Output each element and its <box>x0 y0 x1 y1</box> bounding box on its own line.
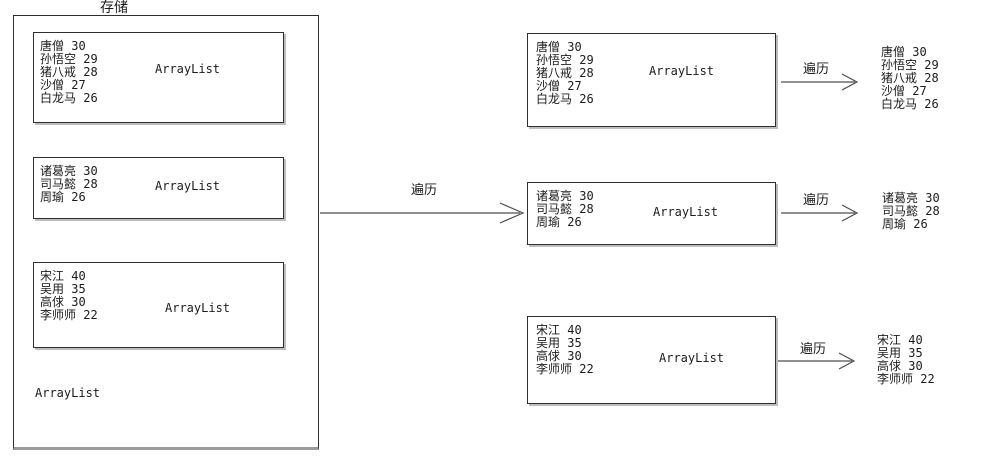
traversed-list-box-1: 唐僧 30 孙悟空 29 猪八戒 28 沙僧 27 白龙马 26 ArrayLi… <box>527 33 776 127</box>
list-item: 诸葛亮 30 <box>40 164 98 178</box>
list-item: 宋江 40 <box>40 269 86 283</box>
traverse-label: 遍历 <box>411 183 438 198</box>
stored-list-box-3: 宋江 40 吴用 35 高俅 30 李师师 22 ArrayList <box>33 262 284 348</box>
list-items: 唐僧 30 孙悟空 29 猪八戒 28 沙僧 27 白龙马 26 <box>40 40 98 105</box>
list-item: 李师师 22 <box>536 362 594 376</box>
traversed-list-box-3: 宋江 40 吴用 35 高俅 30 李师师 22 ArrayList <box>527 316 776 404</box>
list-item: 沙僧 27 <box>536 79 582 93</box>
stored-list-box-1: 唐僧 30 孙悟空 29 猪八戒 28 沙僧 27 白龙马 26 ArrayLi… <box>33 32 284 123</box>
list-item: 猪八戒 28 <box>536 66 594 80</box>
arraylist-type-label: ArrayList <box>155 179 221 193</box>
list-item: 周瑜 26 <box>40 190 86 204</box>
list-items: 诸葛亮 30 司马懿 28 周瑜 26 <box>40 165 98 204</box>
arraylist-type-label: ArrayList <box>649 64 715 78</box>
list-item: 猪八戒 28 <box>40 65 98 79</box>
traverse-arrow-icon <box>781 201 861 225</box>
storage-group-label: 存储 <box>100 0 128 16</box>
list-item: 唐僧 30 <box>536 40 582 54</box>
list-item: 沙僧 27 <box>881 84 927 98</box>
list-item: 高俅 30 <box>536 349 582 363</box>
output-list-3: 宋江 40 吴用 35 高俅 30 李师师 22 <box>877 334 935 386</box>
list-item: 孙悟空 29 <box>536 53 594 67</box>
list-items: 宋江 40 吴用 35 高俅 30 李师师 22 <box>40 270 98 322</box>
list-items: 唐僧 30 孙悟空 29 猪八戒 28 沙僧 27 白龙马 26 <box>536 41 594 106</box>
arraylist-type-label: ArrayList <box>653 205 719 219</box>
list-item: 唐僧 30 <box>40 39 86 53</box>
list-item: 李师师 22 <box>877 372 935 386</box>
list-item: 猪八戒 28 <box>881 71 939 85</box>
list-item: 唐僧 30 <box>881 45 927 59</box>
list-item: 司马懿 28 <box>882 204 940 218</box>
list-item: 宋江 40 <box>536 323 582 337</box>
list-item: 司马懿 28 <box>536 202 594 216</box>
list-items: 诸葛亮 30 司马懿 28 周瑜 26 <box>536 190 594 229</box>
output-list-2: 诸葛亮 30 司马懿 28 周瑜 26 <box>882 192 940 231</box>
output-list-1: 唐僧 30 孙悟空 29 猪八戒 28 沙僧 27 白龙马 26 <box>881 46 939 111</box>
traverse-arrow-icon <box>778 349 858 373</box>
list-item: 白龙马 26 <box>881 97 939 111</box>
list-item: 吴用 35 <box>536 336 582 350</box>
list-items: 宋江 40 吴用 35 高俅 30 李师师 22 <box>536 324 594 376</box>
arraylist-type-label: ArrayList <box>659 351 725 365</box>
list-item: 吴用 35 <box>877 346 923 360</box>
list-item: 周瑜 26 <box>536 215 582 229</box>
arraylist-type-label: ArrayList <box>155 62 221 76</box>
list-item: 李师师 22 <box>40 308 98 322</box>
list-item: 司马懿 28 <box>40 177 98 191</box>
list-item: 高俅 30 <box>877 359 923 373</box>
list-item: 孙悟空 29 <box>881 58 939 72</box>
list-item: 白龙马 26 <box>40 91 98 105</box>
stored-list-box-2: 诸葛亮 30 司马懿 28 周瑜 26 ArrayList <box>33 157 284 219</box>
traverse-label: 遍历 <box>800 342 827 357</box>
list-item: 孙悟空 29 <box>40 52 98 66</box>
arraylist-type-label: ArrayList <box>165 301 231 315</box>
list-item: 白龙马 26 <box>536 92 594 106</box>
list-item: 高俅 30 <box>40 295 86 309</box>
list-item: 宋江 40 <box>877 333 923 347</box>
list-item: 周瑜 26 <box>882 217 928 231</box>
traversed-list-box-2: 诸葛亮 30 司马懿 28 周瑜 26 ArrayList <box>527 182 776 245</box>
traverse-arrow-icon <box>320 200 526 226</box>
list-item: 吴用 35 <box>40 282 86 296</box>
list-item: 诸葛亮 30 <box>536 189 594 203</box>
storage-arraylist-label: ArrayList <box>35 386 101 400</box>
list-item: 沙僧 27 <box>40 78 86 92</box>
list-item: 诸葛亮 30 <box>882 191 940 205</box>
traverse-label: 遍历 <box>803 193 830 208</box>
traverse-label: 遍历 <box>803 62 830 77</box>
traverse-arrow-icon <box>781 70 861 94</box>
